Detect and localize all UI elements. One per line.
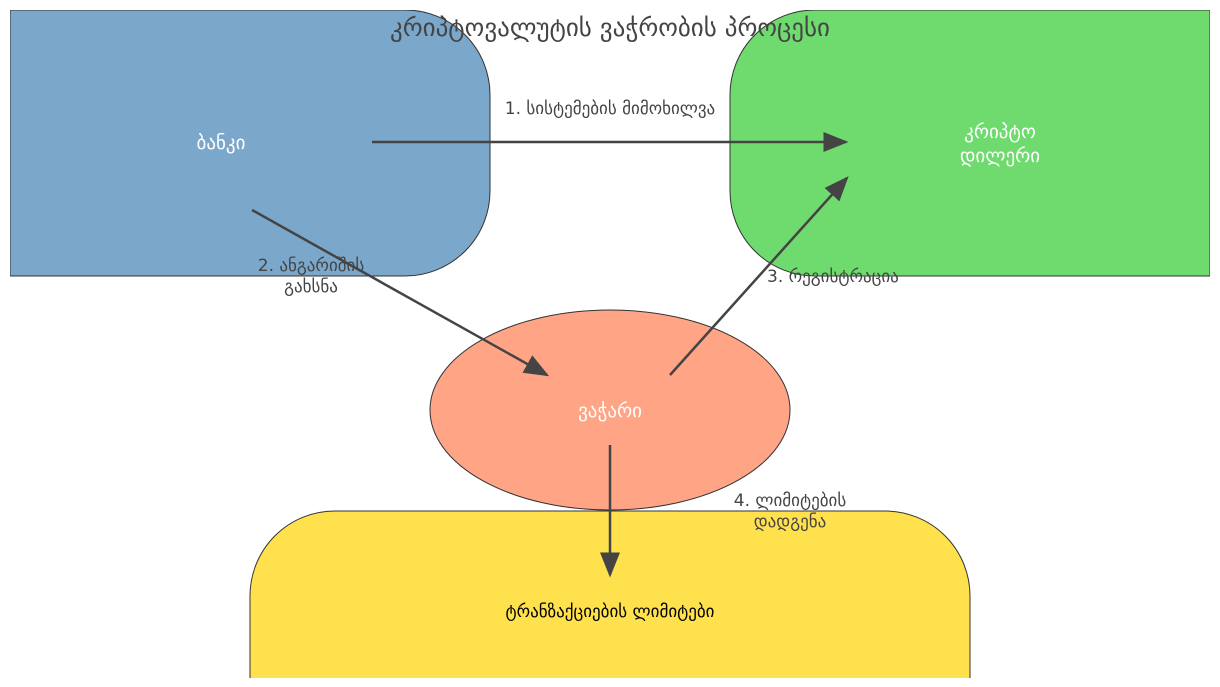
arrow-bank-to-trader <box>251 208 550 377</box>
transaction-limits-node <box>249 510 971 678</box>
edge-label-1: 1. სისტემების მიმოხილვა <box>505 99 715 119</box>
limits-label: ტრანზაქციების ლიმიტები <box>506 602 715 622</box>
arrow-trader-to-dealer <box>669 176 849 376</box>
trader-label: ვაჭარი <box>578 400 642 422</box>
edge-label-4-line2: დადგენა <box>754 512 826 532</box>
dealer-label-line2: დილერი <box>960 145 1040 167</box>
crypto-dealer-node <box>729 10 1210 277</box>
edge-label-4-line1: 4. ლიმიტების <box>734 491 847 511</box>
edge-label-3: 3. რეგისტრაცია <box>767 267 899 287</box>
diagram-title: კრიპტოვალუტის ვაჭრობის პროცესი <box>390 13 830 42</box>
edge-label-2-line2: გახსნა <box>284 277 338 297</box>
dealer-label-line1: კრიპტო <box>964 121 1036 143</box>
edge-label-2-line1: 2. ანგარიშის <box>258 256 365 276</box>
bank-node <box>10 10 491 277</box>
bank-label: ბანკი <box>197 132 246 154</box>
